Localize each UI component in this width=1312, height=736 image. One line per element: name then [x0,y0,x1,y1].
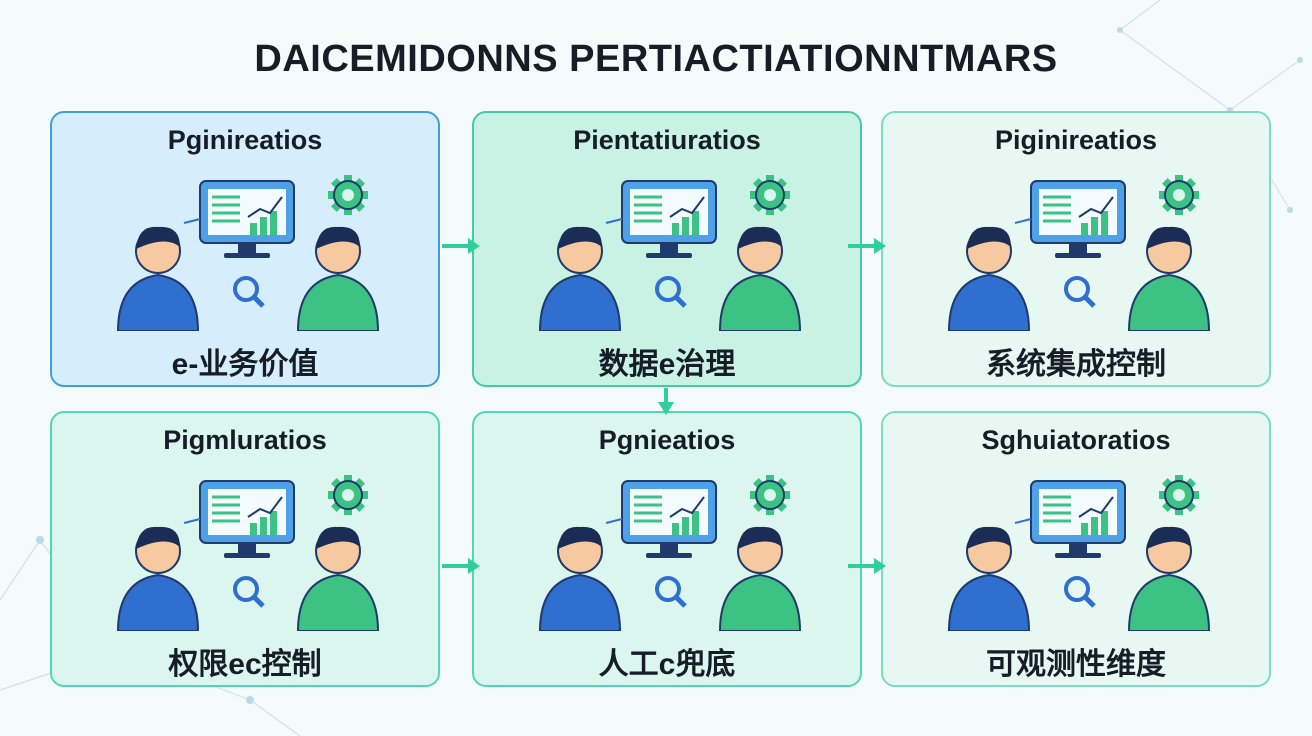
panel-caption: 系统集成控制 [986,348,1166,381]
panel-title: Sghuiatoratios [981,425,1171,455]
panel-title: Pginireatios [167,125,323,155]
arrow-right-icon [848,238,886,254]
person-right-figure [296,526,380,631]
collaboration-illustration [116,175,380,331]
monitor-chart-icon [1030,480,1126,558]
collaboration-illustration [947,175,1211,331]
person-left-figure [538,226,622,331]
monitor-chart-icon [621,480,717,558]
diagram-title: DAICEMIDONNS PERTIACTIATIONNTMARS [254,38,1058,80]
panel-4: Pigmluratios 权限ec控制 [50,411,440,687]
monitor-chart-icon [621,180,717,258]
gear-icon [1159,475,1199,515]
person-left-figure [538,526,622,631]
monitor-chart-icon [199,180,295,258]
panel-1: Pginireatios e-业务价值 [50,111,440,387]
collaboration-illustration [947,475,1211,631]
search-icon [1064,276,1096,308]
gear-icon [328,175,368,215]
panel-caption: e-业务价值 [171,348,319,381]
collaboration-illustration [538,175,802,331]
panel-5: Pgnieatios 人工c兜底 [472,411,862,687]
search-icon [233,276,265,308]
connector-arrow [183,518,201,524]
person-left-figure [947,526,1031,631]
connector-arrow [1014,518,1032,524]
panel-title: Pgnieatios [598,425,736,455]
collaboration-illustration [116,475,380,631]
search-icon [233,576,265,608]
person-right-figure [1127,226,1211,331]
panel-caption: 数据e治理 [598,348,736,381]
gear-icon [750,475,790,515]
panel-caption: 人工c兜底 [598,648,736,681]
gear-icon [328,475,368,515]
connector-arrow [183,218,201,224]
collaboration-illustration [538,475,802,631]
arrow-down-icon [658,388,674,415]
person-left-figure [116,226,200,331]
person-right-figure [1127,526,1211,631]
person-left-figure [116,526,200,631]
search-icon [1064,576,1096,608]
arrow-right-icon [442,238,480,254]
person-right-figure [718,226,802,331]
panel-caption: 可观测性维度 [986,648,1166,681]
person-left-figure [947,226,1031,331]
search-icon [655,276,687,308]
panel-title: Pientatiuratios [573,125,761,155]
panel-6: Sghuiatoratios 可观测性维度 [881,411,1271,687]
arrow-right-icon [442,558,480,574]
monitor-chart-icon [1030,180,1126,258]
monitor-chart-icon [199,480,295,558]
gear-icon [1159,175,1199,215]
panel-2: Pientatiuratios 数据e治理 [472,111,862,387]
person-right-figure [718,526,802,631]
arrow-right-icon [848,558,886,574]
panel-3: Piginireatios 系统集成控制 [881,111,1271,387]
connector-arrow [605,218,623,224]
panel-title: Piginireatios [994,125,1158,155]
connector-arrow [1014,218,1032,224]
person-right-figure [296,226,380,331]
connector-arrow [605,518,623,524]
panel-title: Pigmluratios [163,425,327,455]
panel-caption: 权限ec控制 [168,648,322,681]
gear-icon [750,175,790,215]
search-icon [655,576,687,608]
